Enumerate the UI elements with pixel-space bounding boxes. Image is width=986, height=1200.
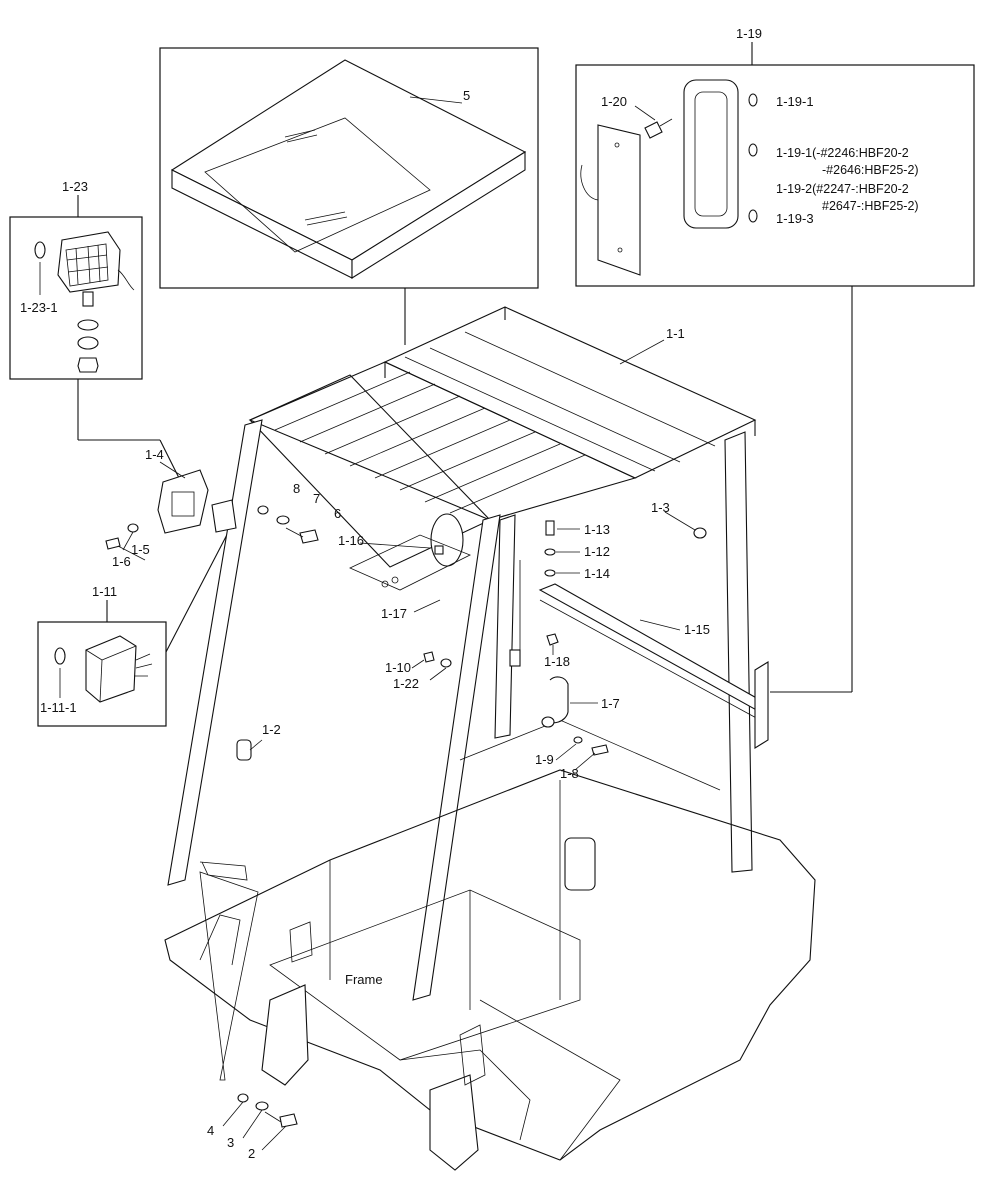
label-4: 4	[207, 1123, 214, 1138]
label-frame: Frame	[345, 972, 383, 987]
hardware-illustration	[105, 469, 707, 1128]
top-panel-illustration	[170, 59, 527, 279]
label-6: 6	[334, 506, 341, 521]
label-3: 3	[227, 1135, 234, 1150]
label-1-23-1: 1-23-1	[20, 300, 58, 315]
label-1-19: 1-19	[736, 26, 762, 41]
label-1-20: 1-20	[601, 94, 627, 109]
label-1-16: 1-16	[338, 533, 364, 548]
callout-box-1-23	[9, 216, 143, 380]
label-1-22: 1-22	[393, 676, 419, 691]
label-1-19-2-line2: #2647-:HBF25-2)	[822, 199, 919, 213]
label-1-7: 1-7	[601, 696, 620, 711]
label-1-19-1: 1-19-1	[776, 94, 814, 109]
label-5: 5	[463, 88, 470, 103]
label-1-3: 1-3	[651, 500, 670, 515]
label-1-8: 1-8	[560, 766, 579, 781]
label-1-18: 1-18	[544, 654, 570, 669]
label-2: 2	[248, 1146, 255, 1161]
label-1-11: 1-11	[92, 584, 117, 599]
label-1-19-1b-line1: 1-19-1(-#2246:HBF20-2	[776, 146, 909, 160]
leader-lines	[117, 339, 696, 1151]
label-1-1: 1-1	[666, 326, 685, 341]
callout-box-1-19	[575, 64, 975, 287]
label-1-14: 1-14	[584, 566, 610, 581]
overhead-guard-illustration	[167, 306, 769, 1001]
flasher-illustration	[54, 635, 153, 703]
label-1-11-1: 1-11-1	[40, 700, 77, 715]
label-1-4: 1-4	[145, 447, 164, 462]
work-lamp-illustration	[34, 231, 135, 373]
leader-1-11-diag	[165, 524, 233, 653]
label-1-23: 1-23	[62, 179, 88, 194]
label-1-13: 1-13	[584, 522, 610, 537]
label-1-17: 1-17	[381, 606, 407, 621]
label-1-19-2-line1: 1-19-2(#2247-:HBF20-2	[776, 182, 909, 196]
label-1-5: 1-5	[131, 542, 150, 557]
callout-box-5	[159, 47, 539, 289]
leader-1-20	[634, 105, 656, 121]
label-1-9: 1-9	[535, 752, 554, 767]
label-7: 7	[313, 491, 320, 506]
lamp-assembly-illustration	[580, 79, 758, 276]
label-8: 8	[293, 481, 300, 496]
label-1-12: 1-12	[584, 544, 610, 559]
label-1-6: 1-6	[112, 554, 131, 569]
label-1-15: 1-15	[684, 622, 710, 637]
truck-frame-illustration	[164, 719, 816, 1171]
label-1-19-1b-line2: -#2646:HBF25-2)	[822, 163, 919, 177]
label-1-19-3: 1-19-3	[776, 211, 814, 226]
label-1-10: 1-10	[385, 660, 411, 675]
callout-box-1-11	[37, 621, 167, 727]
label-1-2: 1-2	[262, 722, 281, 737]
